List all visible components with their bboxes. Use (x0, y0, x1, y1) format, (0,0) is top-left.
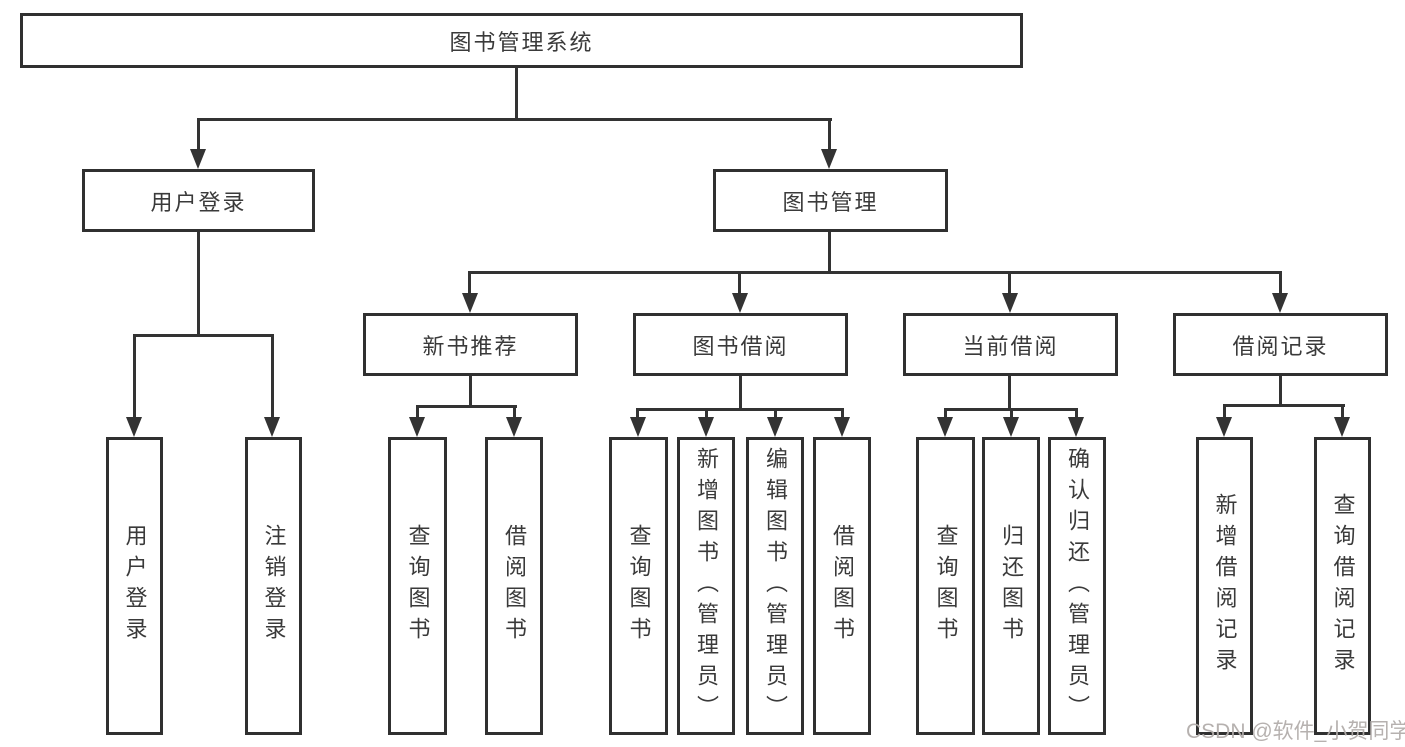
leaf-confirm-return-admin: 确认归还（管理员） (1048, 437, 1106, 735)
node-label: 图书借阅 (692, 333, 789, 359)
node-book-management: 图书管理 (713, 169, 948, 232)
connector-line (841, 408, 844, 419)
node-new-book-recommend: 新书推荐 (363, 313, 578, 376)
leaf-add-books-admin: 新增图书（管理员） (677, 437, 735, 735)
leaf-label: 归还图书 (999, 524, 1024, 648)
arrowhead (1272, 293, 1288, 313)
node-label: 当前借阅 (962, 333, 1059, 359)
connector-line (739, 376, 742, 410)
arrowhead (834, 417, 850, 437)
leaf-borrow-books: 借阅图书 (813, 437, 871, 735)
connector-line (1223, 404, 1226, 419)
leaf-label: 查询图书 (933, 524, 959, 648)
connector-line (774, 408, 777, 419)
node-borrowing-records: 借阅记录 (1173, 313, 1388, 376)
connector-line (468, 271, 471, 295)
connector-line (271, 334, 274, 419)
leaf-label: 借阅图书 (502, 524, 527, 648)
connector-line (416, 405, 419, 419)
arrowhead (1068, 417, 1084, 437)
arrowhead (190, 149, 206, 169)
node-current-borrowing: 当前借阅 (903, 313, 1118, 376)
connector-line (636, 408, 639, 419)
connector-line (197, 118, 200, 152)
arrowhead (506, 417, 522, 437)
leaf-label: 查询图书 (626, 524, 652, 648)
connector-line (1008, 271, 1011, 295)
node-book-borrowing: 图书借阅 (633, 313, 848, 376)
connector-line (515, 68, 518, 120)
connector-line (1008, 376, 1011, 410)
arrowhead (732, 293, 748, 313)
leaf-label: 查询借阅记录 (1330, 493, 1356, 679)
connector-line (133, 334, 136, 419)
connector-line (197, 118, 832, 121)
leaf-label: 编辑图书（管理员） (763, 446, 788, 726)
arrowhead (937, 417, 953, 437)
connector-line (468, 271, 1282, 274)
arrowhead (264, 417, 280, 437)
node-label: 借阅记录 (1232, 333, 1329, 359)
leaf-add-borrow-record: 新增借阅记录 (1196, 437, 1253, 735)
leaf-logout: 注销登录 (245, 437, 302, 735)
connector-line (197, 232, 200, 336)
csdn-watermark: CSDN @软件_小贺同学 (1186, 720, 1405, 743)
connector-line (1075, 408, 1078, 419)
connector-line (1279, 271, 1282, 295)
node-label: 新书推荐 (422, 333, 519, 359)
connector-line (1341, 404, 1344, 419)
connector-line (469, 376, 472, 408)
node-label: 图书管理系统 (449, 29, 594, 55)
connector-line (828, 118, 831, 152)
arrowhead (630, 417, 646, 437)
arrowhead (1216, 417, 1232, 437)
connector-line (828, 232, 831, 274)
leaf-borrow-books-recommend: 借阅图书 (485, 437, 543, 735)
arrowhead (821, 149, 837, 169)
arrowhead (126, 417, 142, 437)
node-label: 用户登录 (150, 189, 247, 215)
leaf-label: 注销登录 (261, 524, 287, 648)
connector-line (738, 271, 741, 295)
connector-line (1223, 404, 1345, 407)
node-label: 图书管理 (782, 189, 879, 215)
connector-line (705, 408, 708, 419)
arrowhead (1002, 293, 1018, 313)
arrowhead (1003, 417, 1019, 437)
connector-line (944, 408, 947, 419)
arrowhead (462, 293, 478, 313)
connector-line (133, 334, 274, 337)
leaf-label: 借阅图书 (830, 524, 855, 648)
leaf-label: 确认归还（管理员） (1065, 446, 1090, 726)
leaf-query-books-current: 查询图书 (916, 437, 975, 735)
leaf-return-books: 归还图书 (982, 437, 1040, 735)
connector-line (416, 405, 517, 408)
leaf-label: 新增图书（管理员） (694, 446, 719, 726)
connector-line (1010, 408, 1013, 419)
leaf-label: 查询图书 (405, 524, 431, 648)
connector-line (513, 405, 516, 419)
arrowhead (767, 417, 783, 437)
leaf-label: 新增借阅记录 (1212, 493, 1238, 679)
leaf-user-login: 用户登录 (106, 437, 163, 735)
leaf-query-borrow-record: 查询借阅记录 (1314, 437, 1371, 735)
leaf-query-books-borrowing: 查询图书 (609, 437, 668, 735)
leaf-edit-books-admin: 编辑图书（管理员） (746, 437, 804, 735)
arrowhead (409, 417, 425, 437)
node-library-management-system: 图书管理系统 (20, 13, 1023, 68)
arrowhead (1334, 417, 1350, 437)
leaf-label: 用户登录 (122, 524, 148, 648)
arrowhead (698, 417, 714, 437)
connector-line (636, 408, 844, 411)
connector-line (1279, 376, 1282, 407)
node-user-login: 用户登录 (82, 169, 315, 232)
leaf-query-books-recommend: 查询图书 (388, 437, 447, 735)
